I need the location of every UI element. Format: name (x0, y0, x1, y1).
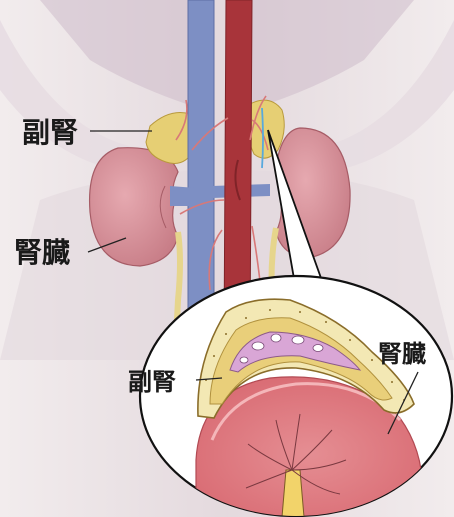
adrenal-label: 副腎 (22, 116, 78, 149)
kidney-label: 腎臓 (14, 236, 70, 269)
inset-adrenal-label: 副腎 (128, 368, 176, 396)
inset-kidney-label: 腎臓 (378, 340, 426, 368)
renal-vein (170, 186, 196, 206)
left-kidney (90, 148, 178, 266)
magnified-inset (140, 276, 452, 517)
renal-vein-branch (262, 108, 263, 168)
